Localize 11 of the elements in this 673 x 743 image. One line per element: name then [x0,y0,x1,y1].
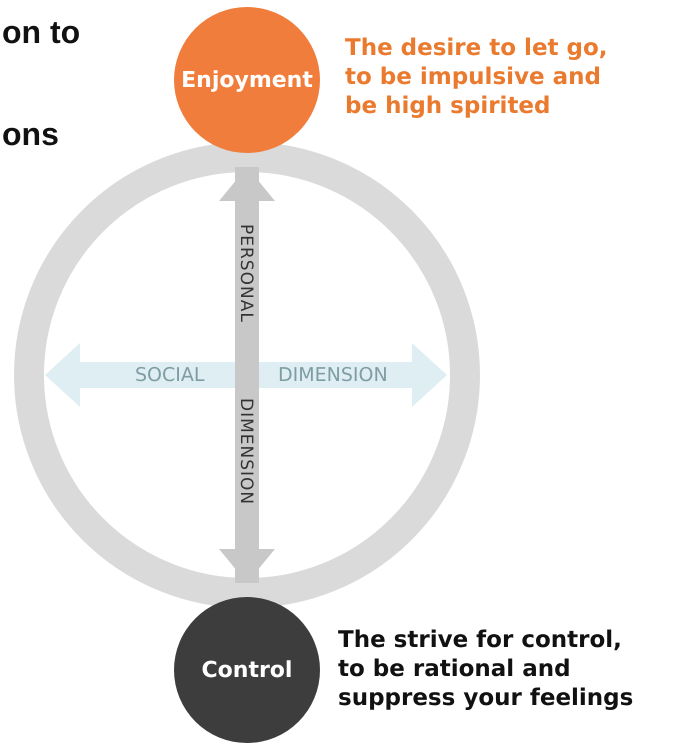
axis-label: PERSONAL [236,224,256,323]
double-arrow [219,167,275,583]
heading-text: on to [2,14,80,51]
axis-label: DIMENSION [236,398,256,506]
axis-label: SOCIAL [135,364,204,386]
heading-text: ons [2,116,59,153]
axis-label: DIMENSION [278,364,388,386]
description-text: The desire to let go, to be impulsive and be high spirited [345,34,609,121]
circle-node: Enjoyment [174,7,320,153]
description-text: The strive for control, to be rational and suppress your feelings [338,626,634,713]
circle-node: Control [174,597,320,743]
